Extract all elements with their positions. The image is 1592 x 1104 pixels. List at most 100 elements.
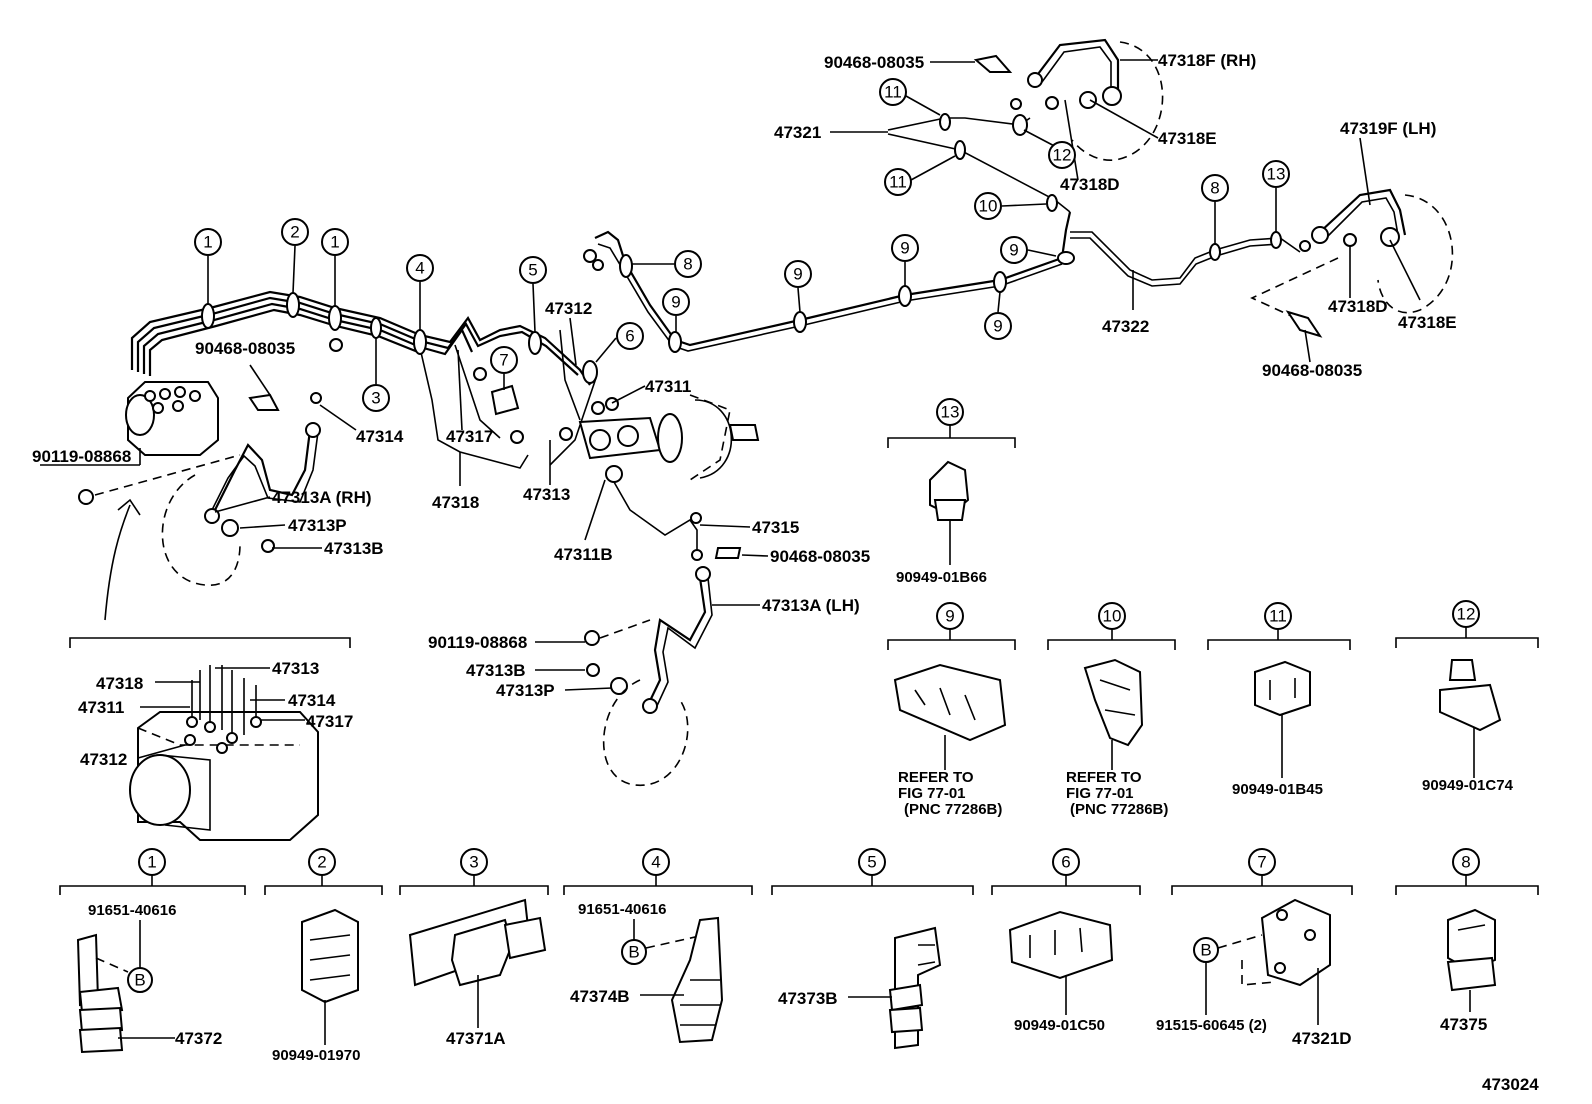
inset-label-47312: 47312 xyxy=(80,750,127,769)
refer9-line2: FIG 77-01 xyxy=(898,785,966,802)
master-cylinder xyxy=(559,394,760,483)
svg-text:3: 3 xyxy=(371,389,380,408)
svg-text:10: 10 xyxy=(1103,607,1122,626)
label-47312-main: 47312 xyxy=(545,299,592,318)
svg-text:B: B xyxy=(628,943,639,962)
inset-label-47317: 47317 xyxy=(306,712,353,731)
d1-label-top: 91651-40616 xyxy=(88,902,176,919)
svg-text:10: 10 xyxy=(979,197,998,216)
tube-47322 xyxy=(1070,231,1311,287)
detail-5: 5 47373B xyxy=(771,848,974,1050)
label-47311B: 47311B xyxy=(554,545,613,564)
inset-label-47313: 47313 xyxy=(272,659,319,678)
svg-text:11: 11 xyxy=(889,173,907,192)
inset-label-47314: 47314 xyxy=(288,691,336,710)
label-90468-top: 90468-08035 xyxy=(824,53,924,72)
svg-text:4: 4 xyxy=(415,259,424,278)
refer10-line1: REFER TO xyxy=(1066,769,1142,786)
label-47321: 47321 xyxy=(774,123,821,142)
hose-47319F-lh xyxy=(1250,188,1454,338)
svg-text:8: 8 xyxy=(683,255,692,274)
svg-text:9: 9 xyxy=(945,607,954,626)
callouts-main: 1 2 1 3 4 5 6 7 8 9 9 9 9 9 10 11 11 12 … xyxy=(194,78,1290,412)
svg-text:9: 9 xyxy=(1009,241,1018,260)
hose-47313A-rh xyxy=(78,338,343,621)
label-47318D-right: 47318D xyxy=(1328,297,1388,316)
svg-text:7: 7 xyxy=(1257,853,1266,872)
d6-label: 90949-01C50 xyxy=(1014,1017,1105,1034)
label-90468-left: 90468-08035 xyxy=(195,339,295,358)
abs-actuator xyxy=(125,381,219,456)
detail-8: 8 47375 xyxy=(1395,848,1539,1034)
d8-label: 47375 xyxy=(1440,1015,1487,1034)
detail-7: 7 B 91515-60645 (2) 47321D xyxy=(1156,848,1353,1048)
inset-actuator: 47318 47313 47314 47311 47317 47312 xyxy=(69,637,353,841)
label-47318D-top: 47318D xyxy=(1060,175,1120,194)
label-90468-mid: 90468-08035 xyxy=(770,547,870,566)
svg-text:9: 9 xyxy=(793,265,802,284)
inset-label-47311: 47311 xyxy=(78,698,124,717)
label-47314-main: 47314 xyxy=(356,427,404,446)
svg-text:12: 12 xyxy=(1053,146,1072,165)
svg-text:11: 11 xyxy=(1269,607,1287,626)
part-number-labels: 90468-08035 47318F (RH) 47321 47318E 473… xyxy=(32,51,1457,700)
svg-text:6: 6 xyxy=(625,327,634,346)
svg-text:1: 1 xyxy=(330,233,339,252)
svg-text:1: 1 xyxy=(147,853,156,872)
svg-text:4: 4 xyxy=(651,853,660,872)
detail-12: 12 90949-01C74 xyxy=(1395,600,1539,794)
label-47313A-rh: 47313A (RH) xyxy=(272,488,372,507)
refer10-line3: (PNC 77286B) xyxy=(1070,801,1168,818)
svg-text:8: 8 xyxy=(1461,853,1470,872)
d7-label-left: 91515-60645 (2) xyxy=(1156,1017,1267,1034)
svg-text:11: 11 xyxy=(884,83,902,102)
label-47313-main: 47313 xyxy=(523,485,570,504)
svg-text:9: 9 xyxy=(900,239,909,258)
svg-text:6: 6 xyxy=(1061,853,1070,872)
label-47317-main: 47317 xyxy=(446,427,493,446)
svg-text:7: 7 xyxy=(499,351,508,370)
label-47319F-lh: 47319F (LH) xyxy=(1340,119,1436,138)
diagram-code: 473024 xyxy=(1482,1075,1539,1094)
svg-text:9: 9 xyxy=(993,317,1002,336)
detail-13: 13 90949-01B66 xyxy=(887,398,1016,586)
tube-47321 xyxy=(887,98,1071,213)
svg-text:1: 1 xyxy=(203,233,212,252)
detail-9: 9 REFER TO FIG 77-01 (PNC 77286B) xyxy=(887,602,1016,818)
leader-lines xyxy=(40,59,1421,691)
label-47318E-top: 47318E xyxy=(1158,129,1217,148)
d4-label-top: 91651-40616 xyxy=(578,901,666,918)
label-47313P-mid: 47313P xyxy=(496,681,555,700)
d7-label: 47321D xyxy=(1292,1029,1352,1048)
hose-47313A-lh xyxy=(584,547,742,786)
svg-text:12: 12 xyxy=(1457,605,1476,624)
tube-47315 xyxy=(613,481,698,560)
svg-text:5: 5 xyxy=(528,261,537,280)
svg-text:B: B xyxy=(134,971,145,990)
inset-label-47318: 47318 xyxy=(96,674,143,693)
detail-4: 4 91651-40616 B 47374B xyxy=(563,848,753,1044)
detail-6: 6 90949-01C50 xyxy=(991,848,1141,1034)
tube-right-run xyxy=(583,211,1075,353)
svg-text:9: 9 xyxy=(671,293,680,312)
detail-1: 1 91651-40616 B 47372 xyxy=(59,848,246,1054)
d3-label: 47371A xyxy=(446,1029,506,1048)
label-47318-main: 47318 xyxy=(432,493,479,512)
label-90468-right: 90468-08035 xyxy=(1262,361,1362,380)
svg-text:13: 13 xyxy=(1267,165,1286,184)
label-90949-01B45: 90949-01B45 xyxy=(1232,781,1323,798)
label-47322: 47322 xyxy=(1102,317,1149,336)
svg-text:2: 2 xyxy=(317,853,326,872)
svg-text:B: B xyxy=(1200,941,1211,960)
svg-text:3: 3 xyxy=(469,853,478,872)
d2-label: 90949-01970 xyxy=(272,1047,360,1064)
label-90119-left: 90119-08868 xyxy=(32,447,131,466)
label-90119-mid: 90119-08868 xyxy=(428,633,527,652)
detail-2: 2 90949-01970 xyxy=(264,848,383,1064)
detail-11: 11 90949-01B45 xyxy=(1207,602,1351,798)
refer10-line2: FIG 77-01 xyxy=(1066,785,1134,802)
label-90949-01C74: 90949-01C74 xyxy=(1422,777,1514,794)
d1-label: 47372 xyxy=(175,1029,222,1048)
